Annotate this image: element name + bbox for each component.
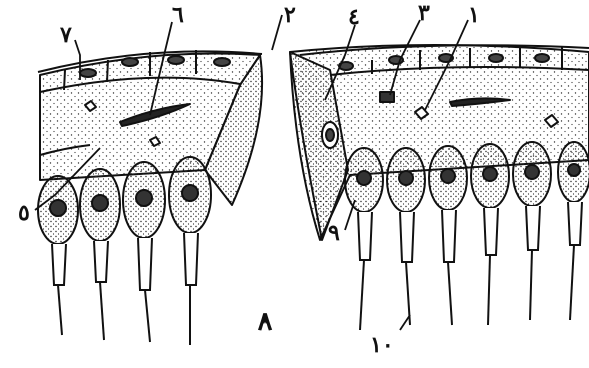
right-hair-cell	[429, 146, 467, 325]
label-three: ٣	[418, 0, 430, 26]
left-hair-cell	[123, 162, 165, 342]
label-four: ٤	[348, 4, 360, 30]
right-hair-cell	[471, 144, 509, 325]
right-hair-cell	[387, 148, 425, 325]
right-tissue-block	[290, 45, 589, 240]
label-seven: ٧	[59, 22, 72, 48]
label-five: ٥	[18, 200, 30, 226]
panel-label: ٛٛ٨	[257, 307, 273, 336]
label-six: ٦	[172, 2, 184, 28]
right-hair-cell	[345, 148, 383, 330]
left-hair-cell	[169, 157, 211, 345]
right-hair-cell	[513, 142, 551, 320]
label-ten: ١٠	[370, 332, 394, 358]
left-hair-cell	[80, 169, 120, 340]
label-two: ٢	[284, 2, 296, 28]
label-one: ١	[468, 2, 480, 28]
label-nine: ٩	[328, 220, 340, 246]
left-hair-cell	[38, 176, 78, 335]
right-hair-cell	[558, 142, 589, 320]
right-hair-cells	[345, 142, 589, 330]
